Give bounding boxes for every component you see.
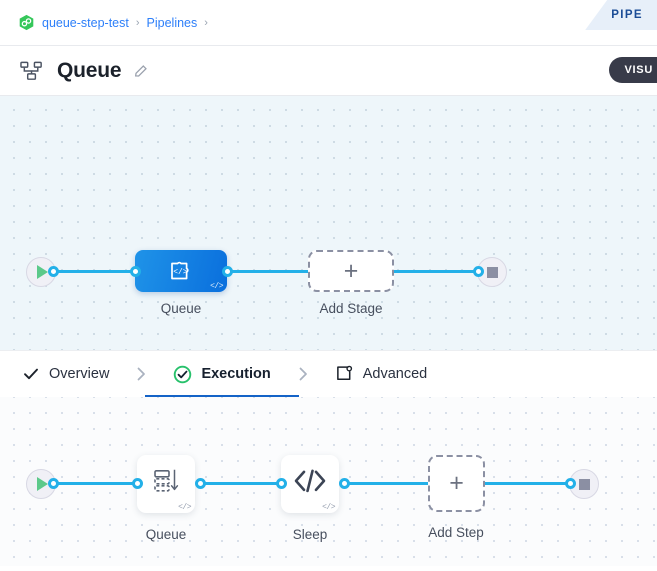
sleep-step-output-port[interactable] <box>339 478 350 489</box>
check-icon <box>24 368 38 380</box>
breadcrumb: queue-step-test › Pipelines › <box>0 0 657 45</box>
edge-queue-to-add-stage <box>225 270 310 273</box>
pipeline-tabs: Overview Execution Advanced <box>0 350 657 398</box>
hexagon-link-icon <box>19 14 34 31</box>
step-node-sleep[interactable]: </> <box>281 455 339 513</box>
step-node-queue[interactable]: </> <box>137 455 195 513</box>
page-title: Queue <box>57 58 122 82</box>
edge-queue-to-sleep <box>198 482 283 485</box>
tab-advanced[interactable]: Advanced <box>335 351 428 398</box>
check-circle-icon <box>174 365 192 383</box>
stage-node-output-port[interactable] <box>222 266 233 277</box>
add-step-label: Add Step <box>428 525 484 540</box>
edge-add-step-to-end <box>485 482 580 485</box>
start-node-output-port[interactable] <box>48 266 59 277</box>
page-header: Queue VISU <box>0 45 657 96</box>
tab-execution-label: Execution <box>201 366 271 382</box>
stop-icon <box>486 266 498 278</box>
edge-start-to-queue <box>48 270 138 273</box>
step-node-code-badge: </> <box>322 503 335 512</box>
tab-overview-label: Overview <box>49 366 110 382</box>
plus-icon: + <box>449 469 464 497</box>
svg-text:</>: </> <box>173 268 188 277</box>
step-node-code-badge: </> <box>178 503 191 512</box>
edge-add-stage-to-end <box>392 270 482 273</box>
queue-stack-icon <box>151 466 181 501</box>
step-node-sleep-label: Sleep <box>292 527 328 542</box>
queue-step-output-port[interactable] <box>195 478 206 489</box>
pencil-icon[interactable] <box>133 63 149 79</box>
sleep-step-input-port[interactable] <box>276 478 287 489</box>
add-stage-button[interactable]: + <box>308 250 394 292</box>
breadcrumb-item-project[interactable]: queue-step-test <box>42 15 129 30</box>
advanced-gear-icon <box>336 365 352 380</box>
chevron-right-icon <box>299 367 307 381</box>
start-node-output-port[interactable] <box>48 478 59 489</box>
play-icon <box>37 265 48 279</box>
step-canvas[interactable]: </> Queue </> Sleep + Add Step <box>0 397 657 566</box>
tab-separator <box>135 367 147 381</box>
stage-node-input-port[interactable] <box>130 266 141 277</box>
pipeline-hierarchy-icon <box>20 61 42 80</box>
breadcrumb-separator: › <box>204 16 208 29</box>
corner-tab-label: PIPE <box>611 9 643 21</box>
tab-execution[interactable]: Execution <box>145 351 300 398</box>
add-stage-label: Add Stage <box>319 301 383 316</box>
tab-overview[interactable]: Overview <box>22 351 109 398</box>
chevron-right-icon <box>138 367 146 381</box>
tab-separator <box>297 367 309 381</box>
visual-toggle-button[interactable]: VISU <box>608 57 657 83</box>
stage-node-code-badge: </> <box>210 282 223 291</box>
puzzle-code-icon: </> <box>171 261 189 280</box>
add-step-button[interactable]: + <box>428 455 485 512</box>
stage-canvas[interactable]: </> </> Queue + Add Stage <box>0 96 657 350</box>
queue-step-input-port[interactable] <box>132 478 143 489</box>
tab-advanced-label: Advanced <box>362 366 428 382</box>
end-node-input-port[interactable] <box>473 266 484 277</box>
breadcrumb-item-pipelines[interactable]: Pipelines <box>146 15 198 30</box>
stop-icon <box>578 478 590 490</box>
play-icon <box>37 477 48 491</box>
plus-icon: + <box>343 256 359 285</box>
edge-start-to-queue-step <box>48 482 138 485</box>
end-node-input-port[interactable] <box>565 478 576 489</box>
end-node[interactable] <box>477 257 507 287</box>
stage-node-queue[interactable]: </> </> <box>135 250 227 292</box>
breadcrumb-separator: › <box>135 16 140 29</box>
step-node-queue-label: Queue <box>145 527 187 542</box>
stage-node-label: Queue <box>160 301 202 316</box>
code-brackets-icon <box>293 468 327 499</box>
edge-sleep-to-add-step <box>342 482 432 485</box>
